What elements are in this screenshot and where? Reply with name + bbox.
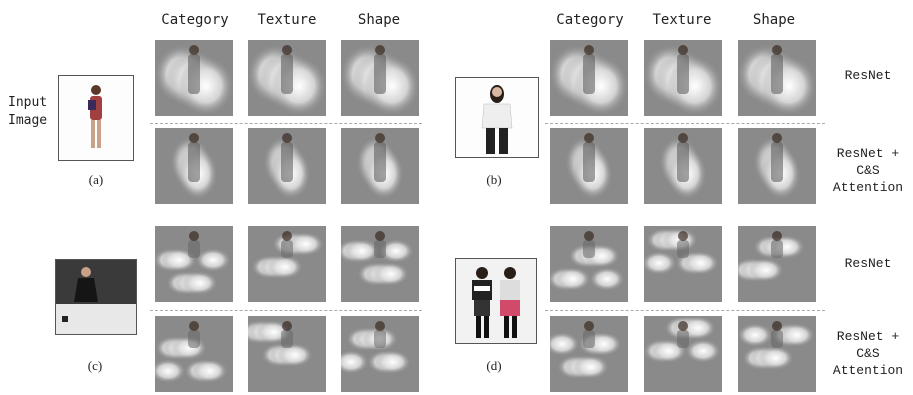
attention-map-b-resnet-texture: [644, 40, 722, 116]
col-header-texture-left: Texture: [257, 12, 317, 28]
person-figure-c: [56, 260, 136, 334]
row-label-resnet-cs-bottom-line2: C&S: [856, 346, 880, 361]
input-image-a: [58, 75, 134, 161]
attention-map-a-cs-shape: [341, 128, 419, 204]
attention-map-a-resnet-category: [155, 40, 233, 116]
attention-map-d-resnet-category: [550, 226, 628, 302]
attention-map-b-resnet-category: [550, 40, 628, 116]
col-header-shape-right: Shape: [752, 12, 796, 28]
attention-map-d-resnet-texture: [644, 226, 722, 302]
row-label-resnet-cs-top-line2: C&S: [856, 163, 880, 178]
attention-map-c-cs-texture: [248, 316, 326, 392]
row-label-resnet-cs-top-line1: ResNet +: [836, 146, 900, 161]
col-header-shape-left: Shape: [357, 12, 401, 28]
col-header-category-right: Category: [556, 12, 624, 28]
attention-map-d-cs-texture: [644, 316, 722, 392]
attention-map-a-resnet-texture: [248, 40, 326, 116]
row-label-resnet-top-text: ResNet: [844, 68, 892, 83]
attention-map-c-resnet-shape: [341, 226, 419, 302]
row-label-resnet-cs-bottom-line3: Attention: [832, 363, 904, 378]
person-figure-d: [456, 259, 536, 343]
person-figure-a: [88, 85, 102, 148]
input-image-d: [455, 258, 537, 344]
panel-label-a: (a): [88, 172, 104, 187]
divider-bottom-left: [150, 310, 422, 311]
col-header-texture-right: Texture: [652, 12, 712, 28]
divider-top-right: [545, 123, 825, 124]
attention-map-a-cs-category: [155, 128, 233, 204]
attention-map-c-resnet-category: [155, 226, 233, 302]
panel-label-b: (b): [486, 172, 502, 187]
attention-map-a-cs-texture: [248, 128, 326, 204]
row-label-resnet-cs-top-line3: Attention: [832, 180, 904, 195]
row-label-resnet-cs-bottom: ResNet + C&S Attention: [828, 328, 908, 379]
attention-map-b-cs-category: [550, 128, 628, 204]
row-label-resnet-cs-bottom-line1: ResNet +: [836, 329, 900, 344]
input-image-label: Input Image: [8, 94, 47, 130]
input-image-b: [455, 77, 539, 158]
attention-map-a-resnet-shape: [341, 40, 419, 116]
attention-map-b-cs-shape: [738, 128, 816, 204]
attention-map-b-cs-texture: [644, 128, 722, 204]
col-header-category-left: Category: [161, 12, 229, 28]
attention-map-c-resnet-texture: [248, 226, 326, 302]
panel-label-d: (d): [486, 358, 502, 373]
input-image-c: [55, 259, 137, 335]
person-figure-b: [481, 85, 513, 154]
divider-bottom-right: [545, 310, 825, 311]
attention-map-b-resnet-shape: [738, 40, 816, 116]
attention-map-d-cs-shape: [738, 316, 816, 392]
attention-map-d-cs-category: [550, 316, 628, 392]
attention-map-c-cs-category: [155, 316, 233, 392]
row-label-resnet-cs-top: ResNet + C&S Attention: [828, 145, 908, 196]
attention-map-c-cs-shape: [341, 316, 419, 392]
input-label-line2: Image: [8, 113, 48, 128]
input-label-line1: Input: [8, 95, 48, 110]
attention-map-d-resnet-shape: [738, 226, 816, 302]
row-label-resnet-bottom: ResNet: [828, 255, 908, 272]
row-label-resnet-bottom-text: ResNet: [844, 256, 892, 271]
row-label-resnet-top: ResNet: [828, 67, 908, 84]
divider-top-left: [150, 123, 422, 124]
panel-label-c: (c): [87, 358, 103, 373]
